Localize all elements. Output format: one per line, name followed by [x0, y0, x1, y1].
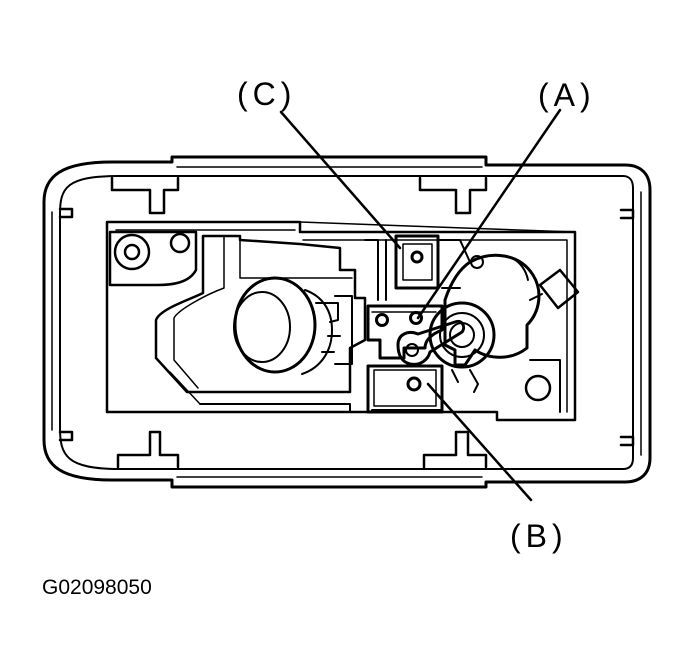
callout-label-a: (A)	[538, 77, 596, 113]
misc-edges	[364, 239, 561, 413]
outer-housing	[42, 155, 652, 489]
leader-lines	[279, 108, 562, 502]
left-mounting-bracket	[108, 230, 198, 287]
inner-frame	[105, 220, 577, 422]
callout-label-b: (B)	[510, 518, 568, 554]
mounting-clips	[58, 176, 635, 469]
rotor-socket	[428, 253, 580, 402]
contact-arm	[396, 319, 466, 366]
spring-plate-a	[366, 304, 444, 360]
housing-cavity	[154, 234, 367, 413]
motor-cylinder	[233, 276, 353, 375]
figure-id-label: G02098050	[42, 576, 152, 599]
callout-label-c: (C)	[237, 76, 296, 112]
terminal-block-c	[394, 234, 440, 290]
